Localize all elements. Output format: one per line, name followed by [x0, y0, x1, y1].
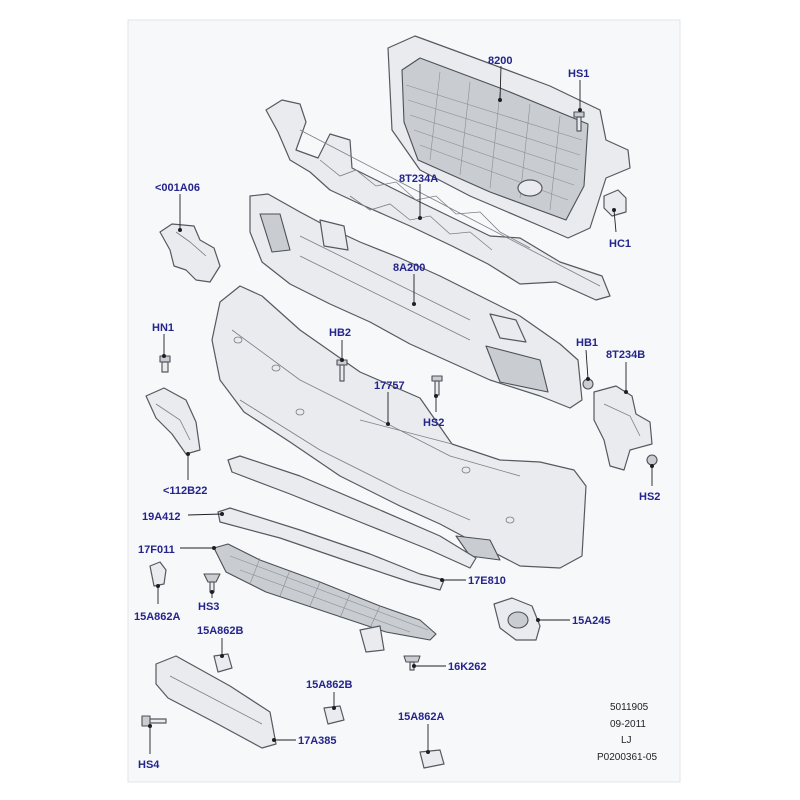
screw-hs3 — [203, 573, 221, 593]
label-15a862a-left: 15A862A — [134, 611, 181, 623]
label-8a200: 8A200 — [393, 262, 425, 274]
label-hs3: HS3 — [198, 601, 219, 613]
grille-part — [387, 35, 631, 239]
label-17757: 17757 — [374, 380, 405, 392]
label-hs1: HS1 — [568, 68, 589, 80]
screw-hs1 — [573, 111, 585, 132]
label-hs2-center: HS2 — [423, 417, 444, 429]
label-8t234a: 8T234A — [399, 173, 438, 185]
fog-bezel-part — [493, 597, 541, 641]
label-15a245: 15A245 — [572, 615, 611, 627]
drawing-author: LJ — [621, 735, 632, 746]
label-hs2-right: HS2 — [639, 491, 660, 503]
label-19a412: 19A412 — [142, 511, 181, 523]
lower-grille-part — [213, 543, 437, 653]
label-hb2: HB2 — [329, 327, 351, 339]
leader-lines — [148, 65, 654, 754]
side-bracket-part — [145, 387, 201, 455]
label-hc1: HC1 — [609, 238, 631, 250]
label-15a862a-bottom: 15A862A — [398, 711, 445, 723]
label-17e810: 17E810 — [468, 575, 506, 587]
duct-part — [159, 223, 221, 283]
drawing-date: 09-2011 — [610, 719, 646, 730]
upper-bracket-part — [265, 99, 611, 301]
part-labels: 8200 HS1 8T234A HC1 <001A06 8A200 HN1 HB… — [134, 55, 660, 771]
label-16k262: 16K262 — [448, 661, 487, 673]
clip-15a862a-bottom — [419, 749, 445, 769]
label-17a385: 17A385 — [298, 735, 337, 747]
clip-15a862a-left — [149, 561, 167, 587]
drawing-info: 5011905 09-2011 LJ P0200361-05 — [597, 702, 657, 763]
label-112b22: <112B22 — [163, 485, 207, 497]
drawing-ref: P0200361-05 — [597, 752, 657, 763]
label-001a06: <001A06 — [155, 182, 200, 194]
strip-part — [227, 455, 477, 569]
finisher-part — [217, 507, 445, 591]
label-hs4: HS4 — [138, 759, 160, 771]
label-15a862b-center: 15A862B — [197, 625, 244, 637]
label-8t234b: 8T234B — [606, 349, 645, 361]
label-hb1: HB1 — [576, 337, 598, 349]
screw-hs2-right — [646, 454, 658, 466]
label-15a862b-low: 15A862B — [306, 679, 353, 691]
beam-part — [249, 193, 583, 409]
number-plate-part — [155, 655, 277, 749]
clip-hc1 — [603, 189, 627, 217]
side-bracket-right-part — [593, 385, 653, 471]
drawing-id: 5011905 — [610, 702, 649, 713]
label-8200: 8200 — [488, 55, 512, 67]
screw-hs4 — [141, 715, 167, 727]
nut-hn1 — [159, 355, 171, 373]
label-17f011: 17F011 — [138, 544, 175, 556]
label-hn1: HN1 — [152, 322, 174, 334]
bumper-part — [211, 285, 587, 569]
